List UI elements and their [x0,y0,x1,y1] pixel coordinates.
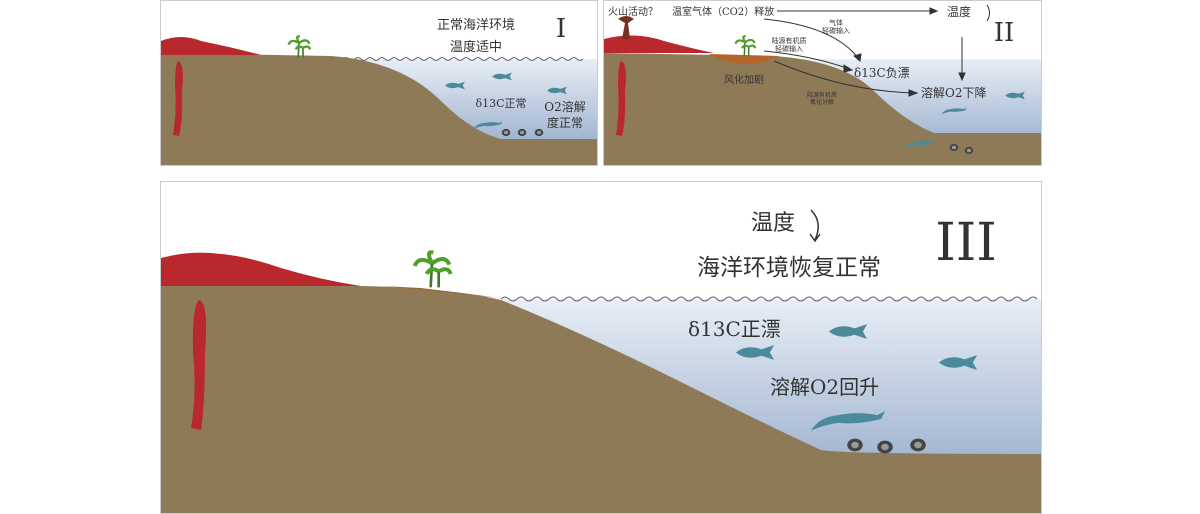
title-line2: 温度适中 [450,39,502,55]
organic-input-1: 陆源有机质 [772,36,807,45]
temperature-label: 温度 [947,4,971,19]
wave-line [500,296,1038,302]
magma-dike [173,61,183,136]
o2-label: 溶解O2回升 [770,375,879,399]
land [161,53,597,165]
title-line1: 正常海洋环境 [437,18,515,33]
arrows [763,4,990,97]
recovery-label: 海洋环境恢复正常 [697,255,881,281]
greenhouse-label: 温室气体（CO2）释放 [672,5,774,18]
d13c-label: δ13C正常 [475,97,526,110]
gas-input-2: 轻碳输入 [822,26,850,35]
shore-mound [381,286,501,298]
weathering-label: 风化加剧 [724,73,764,86]
organic-oxidation-1: 陆源有机质 [807,91,837,99]
weathering-lens [709,54,779,65]
red-hill [604,35,714,53]
red-hill [161,252,361,286]
panel-numeral: III [935,213,997,273]
temperature-down-arrow [809,209,821,243]
panel-disturbance: 火山活动？ 温室气体（CO2）释放 温度 II 气体 轻碳输入 陆源有机质 轻碳… [603,0,1042,166]
gas-input-1: 气体 [829,18,843,27]
volcano-label: 火山活动？ [608,6,658,18]
land [604,53,1041,165]
o2-label: 溶解O2下降 [921,85,986,100]
land [161,286,1041,513]
o2-label-line2: 度正常 [547,115,583,130]
wave-line [330,57,584,61]
magma-dike [191,300,207,430]
d13c-label: δ13C负漂 [854,66,910,80]
o2-label-line1: O2溶解 [544,99,585,114]
temperature-label: 温度 [751,211,795,236]
volcano [618,16,634,39]
organic-input-2: 轻碳输入 [775,44,803,53]
red-hill [161,37,261,55]
magma-dike [616,61,626,136]
d13c-label: δ13C正漂 [688,317,781,341]
panel-numeral: I [556,14,566,44]
organic-oxidation-2: 氧化分解 [810,98,834,106]
panel-numeral: II [994,18,1015,48]
panel-recovery: 温度 海洋环境恢复正常 III δ13C正漂 溶解O2回升 [160,181,1042,514]
panel-normal-ocean: 正常海洋环境 温度适中 I δ13C正常 O2溶解 度正常 [160,0,598,166]
